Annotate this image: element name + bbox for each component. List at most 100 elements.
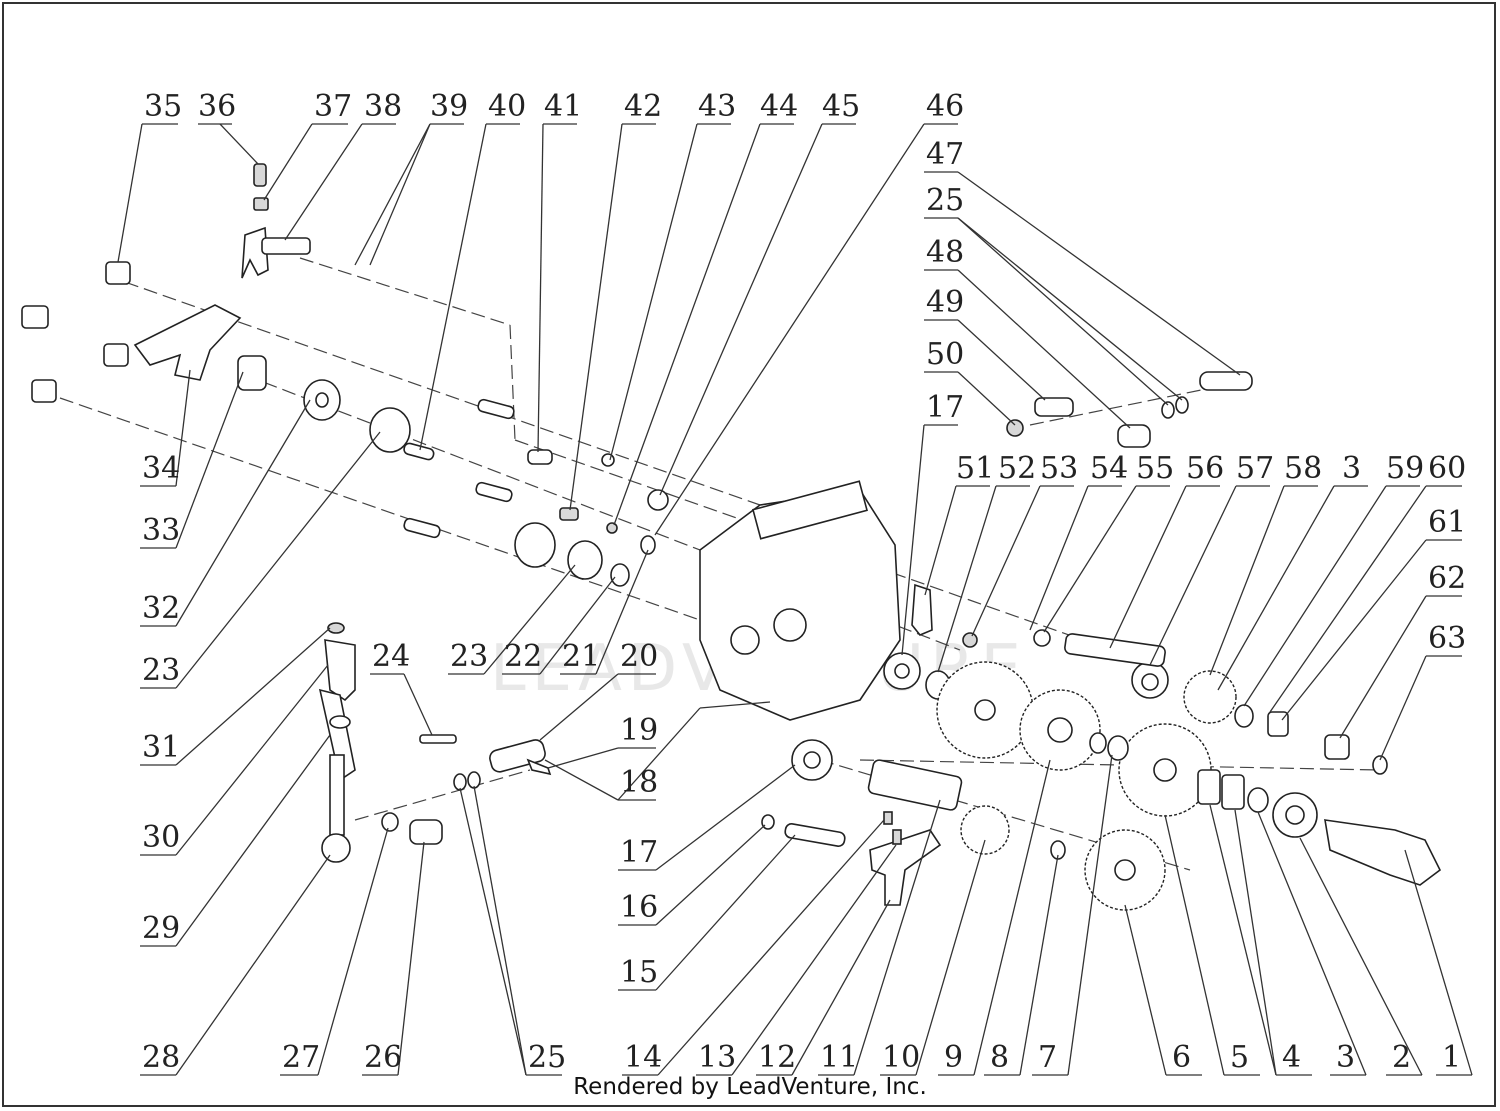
arm-51 [911,583,933,636]
callout-44: 44 [760,89,798,124]
clip-31 [327,622,345,634]
washer-45 [647,489,669,511]
pin-40 [403,442,435,461]
callout-50: 50 [926,337,964,372]
callout-11: 11 [820,1040,858,1075]
callout-2: 2 [1392,1040,1411,1075]
callout-7: 7 [1038,1040,1057,1075]
callout-33: 33 [142,513,180,548]
pin-14 [883,811,893,825]
bushing-left-c [31,379,57,403]
callout-10: 10 [882,1040,920,1075]
callout-46: 46 [926,89,964,124]
bushing-left-b [103,343,129,367]
washer-30 [329,715,351,729]
ring-22 [610,563,630,587]
leader-lines [117,123,1473,1076]
pin-c [403,517,441,539]
ring-7 [1107,735,1129,761]
callout-35: 35 [144,89,182,124]
snap-ring-23-lower [567,540,603,580]
lever-34 [133,304,242,381]
callout-1: 1 [1442,1040,1461,1075]
pin-24 [419,734,457,744]
ring-8 [1089,732,1107,754]
housing-gasket-bar [752,480,868,540]
shaft-29 [329,754,345,836]
callout-4: 4 [1282,1040,1301,1075]
callout-40: 40 [488,89,526,124]
callout-24: 24 [372,639,410,674]
ring-63 [1372,755,1388,775]
callout-16: 16 [620,890,658,925]
bushing-63 [1324,734,1350,760]
nut-53 [962,632,978,648]
washer-43 [601,453,615,467]
washer-21 [640,535,656,555]
cotter-19 [526,758,552,776]
callout-17-top: 17 [926,390,964,425]
oring-25-c [453,773,467,791]
callout-23-left: 23 [142,653,180,688]
callout-14: 14 [624,1040,662,1075]
callout-63: 63 [1428,621,1466,656]
spring-13 [892,829,902,845]
shaft-15 [784,823,846,847]
ring-27 [381,812,399,832]
callout-37: 37 [314,89,352,124]
pin-b [475,481,513,503]
bushing-left-a [21,305,49,329]
callout-30: 30 [142,820,180,855]
pin-49 [1034,397,1074,417]
washer-61 [1234,704,1254,728]
callout-51: 51 [956,451,994,486]
pin-a [477,398,515,420]
gear-59 [1183,670,1237,724]
callout-32: 32 [142,591,180,626]
callout-6: 6 [1172,1040,1191,1075]
parts [21,163,1442,911]
nut-37 [253,197,269,211]
ring-7-lower [1050,840,1066,860]
callout-labels: 35 36 37 38 39 40 41 42 43 44 45 46 47 2… [142,89,1466,1075]
oring-25-d [467,771,481,789]
callout-12: 12 [758,1040,796,1075]
callout-20: 20 [620,639,658,674]
callout-45: 45 [822,89,860,124]
shaft-47 [1199,371,1253,391]
callout-39: 39 [430,89,468,124]
callout-38: 38 [364,89,402,124]
shift-shaft-20 [489,739,546,773]
housing-bore-left [730,625,760,655]
callout-59: 59 [1386,451,1424,486]
callout-53: 53 [1040,451,1078,486]
oring-25-a [1161,401,1175,419]
needle-bearing-4b [1221,774,1245,810]
shift-shaft-38 [261,237,311,255]
callout-26: 26 [364,1040,402,1075]
lever-end-28 [321,833,351,863]
callout-21: 21 [562,639,600,674]
callout-43: 43 [698,89,736,124]
callout-61: 61 [1428,505,1466,540]
washer-44 [606,522,618,534]
shaft-56 [1064,633,1166,667]
callout-8: 8 [990,1040,1009,1075]
ring-40 [514,522,556,568]
callout-57: 57 [1236,451,1274,486]
callout-29: 29 [142,911,180,946]
set-screw-36 [253,163,267,187]
callout-18: 18 [620,765,658,800]
callout-36: 36 [198,89,236,124]
callout-28: 28 [142,1040,180,1075]
callout-25-bottom: 25 [528,1040,566,1075]
callout-34: 34 [142,451,180,486]
callout-15: 15 [620,955,658,990]
oring-25-b [1175,396,1189,414]
callout-55: 55 [1136,451,1174,486]
callout-27: 27 [282,1040,320,1075]
callout-60: 60 [1428,451,1466,486]
snap-ring-23-upper [369,407,411,453]
